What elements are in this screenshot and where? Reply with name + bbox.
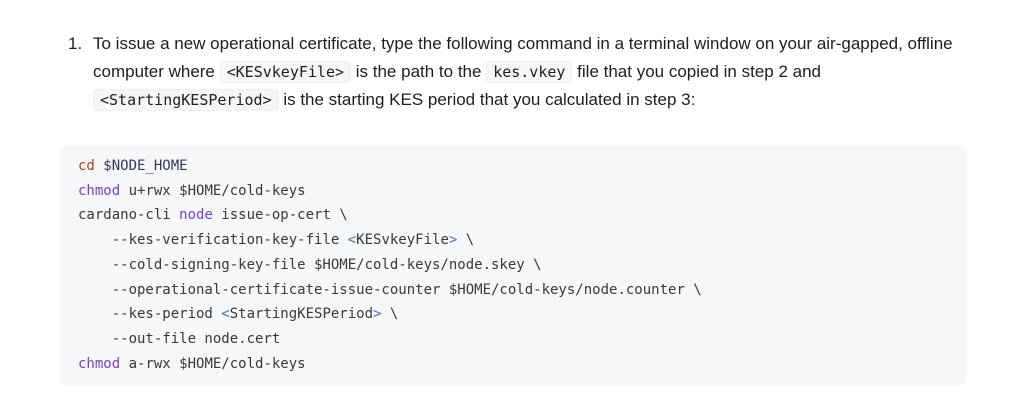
inline-code-kes-vkey: kes.vkey [486, 60, 573, 83]
instruction-step: 1. To issue a new operational certificat… [68, 30, 968, 115]
code-token: --kes-verification-key-file [78, 232, 348, 249]
code-token: $NODE_HOME [94, 158, 188, 174]
code-token: --out-file node.cert [78, 330, 281, 347]
step-text-part: To issue a new operational certificate, … [93, 34, 953, 81]
code-token: chmod [78, 355, 121, 372]
code-token: > [373, 306, 382, 323]
code-token: > [448, 232, 458, 249]
code-token: cd [78, 158, 95, 174]
inline-code-kesvkeyfile: <KESvkeyFile> [219, 60, 352, 83]
code-token: StartingKESPeriod [229, 306, 374, 323]
code-token: a-rwx $HOME/cold-keys [120, 355, 306, 372]
code-token: --operational-certificate-issue-counter … [78, 281, 702, 298]
step-text: To issue a new operational certificate, … [93, 30, 968, 115]
code-token: KESvkeyFile [356, 232, 449, 249]
code-token: cardano-cli [78, 207, 180, 224]
step-text-part: is the path to the [351, 61, 487, 81]
code-token: \ [457, 232, 475, 249]
step-text-part: is the starting KES period that you calc… [278, 90, 696, 109]
code-token: \ [381, 306, 399, 323]
code-token: --kes-period [78, 306, 222, 323]
code-token: chmod [78, 182, 121, 199]
code-token: --cold-signing-key-file $HOME/cold-keys/… [78, 256, 542, 273]
step-number: 1. [68, 34, 83, 53]
step-text-part: file that you copied in step 2 and [572, 61, 821, 81]
inline-code-starting-kes-period: <StartingKESPeriod> [93, 89, 279, 111]
code-token: < [221, 306, 230, 323]
code-token: node [179, 207, 213, 224]
code-content[interactable]: cd $NODE_HOME chmod u+rwx $HOME/cold-key… [60, 145, 966, 385]
code-block[interactable]: cd $NODE_HOME chmod u+rwx $HOME/cold-key… [60, 145, 966, 385]
code-token: issue-op-cert \ [212, 207, 348, 224]
code-token: u+rwx $HOME/cold-keys [120, 182, 306, 199]
code-token: < [347, 232, 357, 249]
